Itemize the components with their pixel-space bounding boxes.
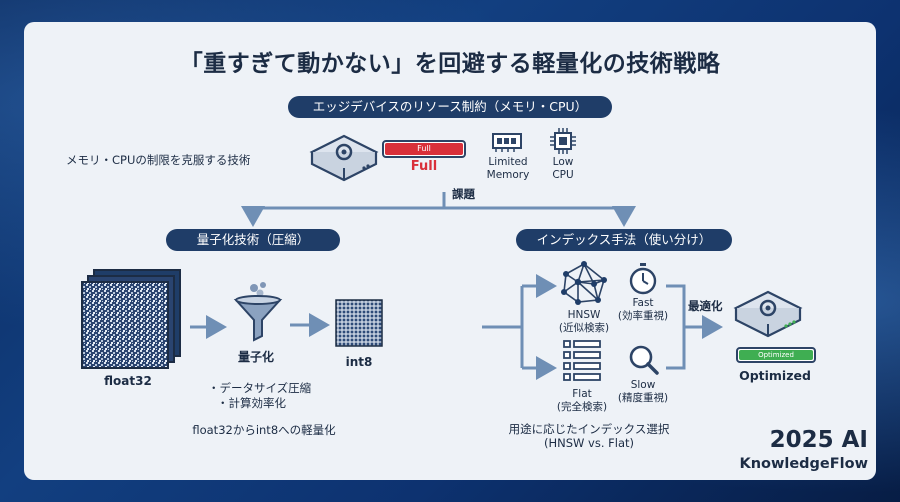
memory-full-label: Full xyxy=(410,159,438,174)
quantize-label: 量子化 xyxy=(237,350,274,364)
optimized-label: Optimized xyxy=(739,368,811,383)
optimized-bar-fill: Optimized xyxy=(739,350,813,360)
hnsw-graph-icon xyxy=(561,261,607,305)
slow-label: Slow (精度重視) xyxy=(617,379,669,404)
index-branch-arrow xyxy=(482,284,552,370)
flat-list-icon xyxy=(563,340,601,381)
memory-full-bar: Full xyxy=(382,140,466,158)
hnsw-label: HNSW (近似検索) xyxy=(558,309,610,334)
brand-name: KnowledgeFlow xyxy=(739,456,868,472)
float32-label: float32 xyxy=(104,374,152,388)
brand-year: 2025 AI xyxy=(769,427,868,453)
connector-layer xyxy=(190,192,723,380)
index-method-pill: インデックス手法（使い分け） xyxy=(516,229,732,251)
left-caption: メモリ・CPUの制限を克服する技術 xyxy=(66,153,251,167)
limited-memory-label: Limited Memory xyxy=(486,156,530,181)
quant-bullet-1: ・データサイズ圧縮 xyxy=(208,381,312,395)
memory-bar-fill: Full xyxy=(385,143,463,155)
float32-matrix-icon xyxy=(81,269,181,369)
quantization-pill: 量子化技術（圧縮） xyxy=(166,229,340,251)
main-card: 「重すぎて動かない」を回避する軽量化の技術戦略 エッジデバイスのリソース制約（メ… xyxy=(24,22,876,480)
int8-grid-icon xyxy=(335,299,383,347)
issue-split-arrow xyxy=(241,192,446,227)
magnifier-icon xyxy=(629,345,659,375)
edge-device-icon xyxy=(309,134,379,182)
optimized-device-icon xyxy=(733,290,803,338)
memory-chip-icon xyxy=(492,133,522,152)
page-title: 「重すぎて動かない」を回避する軽量化の技術戦略 xyxy=(179,51,721,77)
stopwatch-icon xyxy=(629,263,657,295)
optimized-bar: Optimized xyxy=(736,347,816,363)
funnel-icon xyxy=(233,282,283,342)
int8-label: int8 xyxy=(345,355,373,369)
quant-bullet-2: ・計算効率化 xyxy=(217,396,286,410)
flat-label: Flat (完全検索) xyxy=(556,388,608,413)
quant-caption: float32からint8への軽量化 xyxy=(192,423,336,437)
low-cpu-label: Low CPU xyxy=(552,156,574,181)
fast-label: Fast (効率重視) xyxy=(617,297,669,322)
issue-label: 課題 xyxy=(452,187,475,201)
optimize-label: 最適化 xyxy=(688,299,723,313)
resource-constraint-pill: エッジデバイスのリソース制約（メモリ・CPU） xyxy=(288,96,612,118)
index-caption: 用途に応じたインデックス選択 (HNSW vs. Flat) xyxy=(508,422,670,450)
cpu-icon xyxy=(550,128,576,154)
